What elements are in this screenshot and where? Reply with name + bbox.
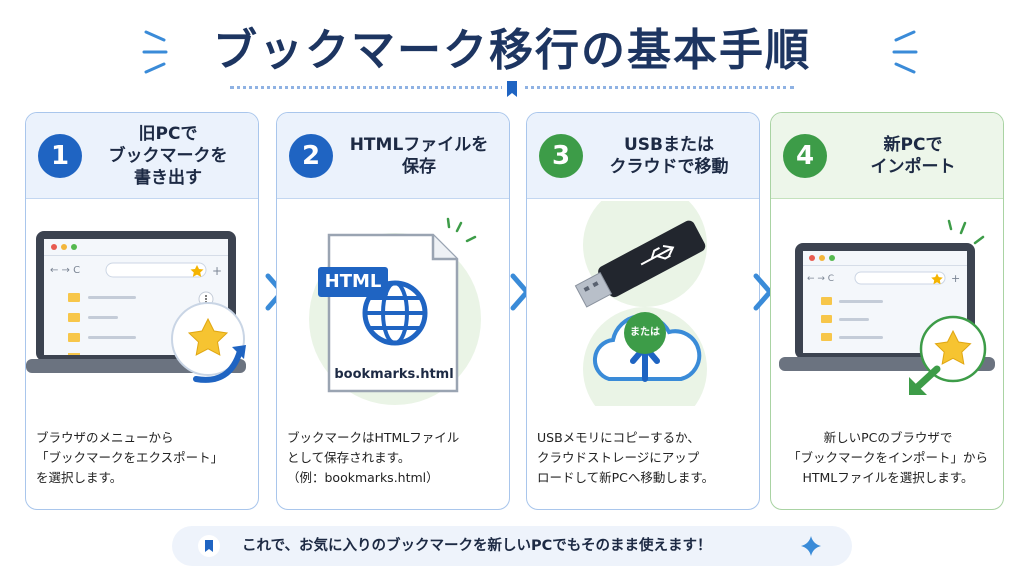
- bookmark-badge-icon: [198, 535, 220, 557]
- svg-text:← → C: ← → C: [50, 265, 80, 276]
- step-header: 4 新PCで インポート: [771, 113, 1003, 199]
- svg-text:← → C: ← → C: [807, 274, 834, 284]
- step-title: 新PCで インポート: [870, 134, 956, 177]
- laptop-export-star-icon: ← → C +: [26, 231, 246, 383]
- step-title: HTMLファイルを 保存: [349, 134, 489, 177]
- step-description: USBメモリにコピーするか、 クラウドストレージにアップ ロードして新PCへ移動…: [537, 430, 715, 485]
- step-description: ブックマークはHTMLファイル として保存されます。 （例：bookmarks.…: [287, 430, 460, 485]
- step-card-2: 2 HTMLファイルを 保存 HTML bookmarks.html ブックマー…: [276, 112, 510, 510]
- bookmark-icon: [502, 79, 522, 99]
- step-description: ブラウザのメニューから 「ブックマークをエクスポート」 を選択します。: [36, 430, 224, 485]
- right-rays-icon: [892, 30, 918, 74]
- step-card-4: 4 新PCで インポート ← → C + 新しいPCのブラウザで 「ブックマーク…: [770, 112, 1004, 510]
- usb-cloud-icon: [574, 201, 707, 406]
- step-header: 1 旧PCで ブックマークを 書き出す: [26, 113, 258, 199]
- html-file-tag: HTML: [318, 267, 388, 297]
- page-title: ブックマーク移行の基本手順: [213, 25, 811, 76]
- footer-text: これで、お気に入りのブックマークを新しいPCでもそのまま使えます！: [242, 538, 712, 554]
- step-number: 4: [783, 134, 827, 178]
- step-number: 2: [289, 134, 333, 178]
- step-number: 3: [539, 134, 583, 178]
- step-description: 新しいPCのブラウザで 「ブックマークをインポート」から HTMLファイルを選択…: [787, 430, 988, 485]
- svg-text:+: +: [212, 264, 222, 278]
- sparkle-icon: [801, 536, 821, 556]
- left-rays-icon: [142, 30, 168, 74]
- step-card-3: 3 USBまたは クラウドで移動 または USBメモリにコピーするか、 クラウド…: [526, 112, 760, 510]
- step-title: USBまたは クラウドで移動: [609, 134, 729, 177]
- step-header: 2 HTMLファイルを 保存: [277, 113, 509, 199]
- or-badge: または: [624, 312, 666, 354]
- step-title: 旧PCで ブックマークを 書き出す: [108, 123, 228, 189]
- svg-text:+: +: [951, 272, 960, 285]
- step-number: 1: [38, 134, 82, 178]
- footer-banner: これで、お気に入りのブックマークを新しいPCでもそのまま使えます！: [172, 526, 852, 566]
- step-card-1: 1 旧PCで ブックマークを 書き出す ← → C + ブラウザのメニューから …: [25, 112, 259, 510]
- laptop-import-star-icon: ← → C +: [779, 219, 995, 395]
- file-name-label: bookmarks.html: [334, 367, 454, 382]
- step-header: 3 USBまたは クラウドで移動: [527, 113, 759, 199]
